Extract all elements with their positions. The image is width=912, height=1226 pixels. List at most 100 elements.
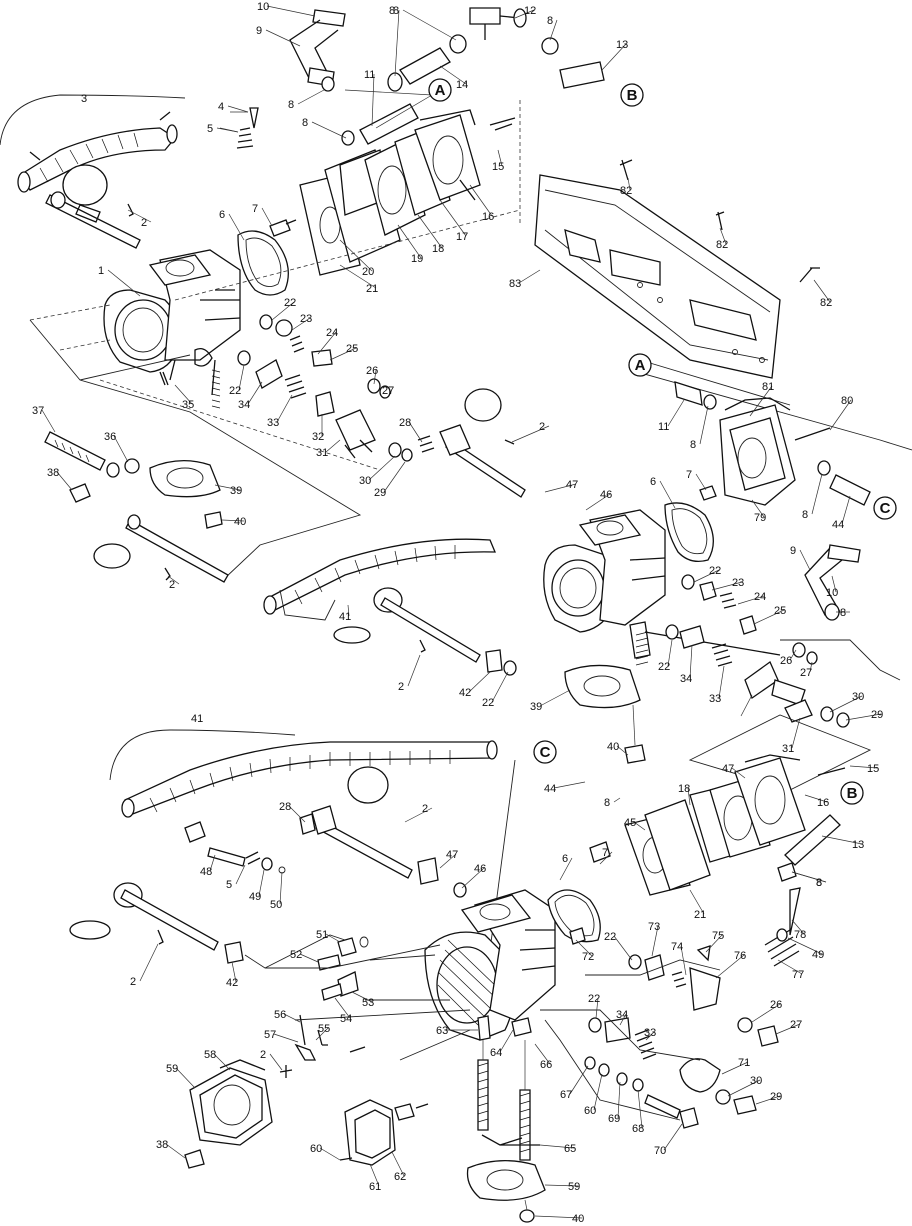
callout-circle xyxy=(533,740,557,764)
part-number-label: 1 xyxy=(98,265,104,277)
part-number-label: 26 xyxy=(780,655,792,667)
part-number-label: 5 xyxy=(207,123,213,135)
screw-7-top xyxy=(269,219,297,237)
part-number-label: 2 xyxy=(539,421,545,433)
leader-line xyxy=(534,1043,551,1065)
part-number-label: 54 xyxy=(340,1013,352,1025)
part-number-label: 67 xyxy=(560,1089,572,1101)
leader-line xyxy=(534,1215,583,1219)
lower-fuel-pump-stack xyxy=(624,754,846,896)
leader-line xyxy=(687,787,691,806)
part-number-label: 21 xyxy=(694,909,706,921)
leader-line xyxy=(461,867,485,889)
part-number-label: 37 xyxy=(32,405,44,417)
part-number-label: 23 xyxy=(732,577,744,589)
leader-line xyxy=(775,1023,801,1035)
part-number-label: 8 xyxy=(302,117,308,129)
leader-line xyxy=(753,609,785,625)
part-number-label: 9 xyxy=(790,545,796,557)
part-number-label: 13 xyxy=(852,839,864,851)
part-number-label: 3 xyxy=(81,93,87,105)
part-number-label: 23 xyxy=(300,313,312,325)
leader-line xyxy=(849,765,878,769)
leader-line xyxy=(271,301,295,321)
part-number-label: 65 xyxy=(564,1143,576,1155)
leader-line xyxy=(544,483,577,493)
leader-line xyxy=(407,654,421,687)
leader-line xyxy=(311,121,347,139)
part-number-label: 17 xyxy=(456,231,468,243)
part-number-label: 35 xyxy=(182,399,194,411)
part-number-label: 12 xyxy=(524,5,536,17)
part-number-label: 56 xyxy=(274,1009,286,1021)
part-number-label: 83 xyxy=(509,278,521,290)
part-number-label: 2 xyxy=(398,681,404,693)
leader-line xyxy=(258,869,265,897)
part-number-label: 11 xyxy=(658,421,669,433)
part-number-label: 77 xyxy=(792,969,804,981)
leader-line xyxy=(369,1163,380,1187)
callout-letter: B xyxy=(847,785,858,802)
part-number-label: 38 xyxy=(156,1139,168,1151)
lower-cover-61 xyxy=(339,1099,429,1166)
part-number-label: 31 xyxy=(316,447,328,459)
leader-line xyxy=(497,149,503,167)
callout-b: B xyxy=(620,83,644,107)
part-number-label: 46 xyxy=(474,863,486,875)
middle-linkage-parts xyxy=(644,574,872,791)
top-fuel-pump-stack xyxy=(299,109,516,276)
part-number-label: 34 xyxy=(616,1009,628,1021)
leader-line xyxy=(276,394,293,423)
top-left-hose xyxy=(0,94,186,193)
leader-line xyxy=(511,425,550,443)
leader-line xyxy=(569,1065,589,1095)
part-number-label: 8 xyxy=(547,15,553,27)
leader-lines xyxy=(41,5,882,1219)
part-number-label: 79 xyxy=(754,512,766,524)
leader-line xyxy=(371,73,375,127)
leader-line xyxy=(368,455,396,481)
callout-letter: A xyxy=(435,82,446,99)
leader-line xyxy=(167,575,180,585)
part-number-label: 58 xyxy=(204,1049,216,1061)
part-number-label: 28 xyxy=(399,417,411,429)
mounting-bracket-83 xyxy=(534,159,820,379)
leader-line xyxy=(231,961,237,983)
leader-line xyxy=(831,575,837,593)
callout-circle xyxy=(620,83,644,107)
leader-line xyxy=(651,925,659,957)
callout-c: C xyxy=(873,496,897,520)
leader-line xyxy=(539,689,571,707)
leader-line xyxy=(127,209,152,223)
part-number-label: 60 xyxy=(310,1143,322,1155)
leader-line xyxy=(719,227,727,245)
part-number-label: 6 xyxy=(562,853,568,865)
part-number-label: 68 xyxy=(632,1123,644,1135)
part-number-label: 75 xyxy=(712,930,724,942)
part-number-label: 33 xyxy=(267,417,279,429)
part-number-label: 36 xyxy=(104,431,116,443)
part-number-label: 14 xyxy=(456,79,468,91)
part-number-label: 40 xyxy=(607,741,619,753)
part-number-label: 48 xyxy=(200,866,212,878)
part-number-label: 47 xyxy=(722,763,734,775)
middle-hose xyxy=(263,538,496,621)
part-number-label: 2 xyxy=(130,976,136,988)
part-number-label: 40 xyxy=(572,1213,584,1225)
leader-line xyxy=(221,519,245,522)
middle-gasket-39 xyxy=(564,664,646,764)
part-number-label: 30 xyxy=(852,691,864,703)
lower-right-parts xyxy=(540,887,801,1129)
part-number-label: 49 xyxy=(812,949,824,961)
part-number-label: 24 xyxy=(754,591,766,603)
lower-carburetor-body xyxy=(424,841,611,1041)
leader-line xyxy=(209,854,216,872)
leader-line xyxy=(777,959,803,975)
leader-line xyxy=(791,871,827,883)
leader-line xyxy=(417,214,443,249)
part-number-label: 74 xyxy=(671,941,683,953)
leader-line xyxy=(334,997,351,1019)
leader-line xyxy=(383,461,406,493)
part-number-label: 29 xyxy=(770,1091,782,1103)
